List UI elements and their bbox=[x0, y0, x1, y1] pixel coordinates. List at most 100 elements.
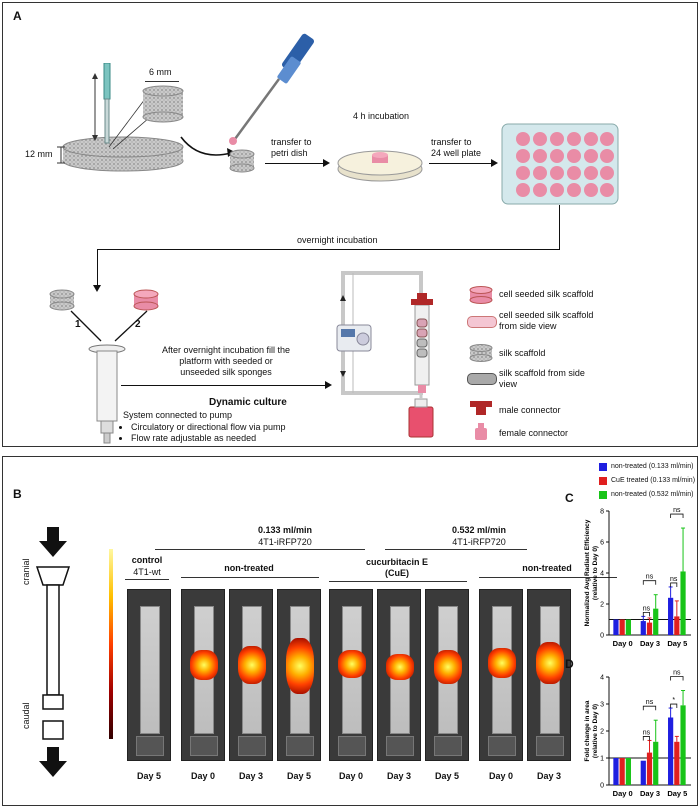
flow1-sub: 4T1-iRFP720 bbox=[258, 537, 312, 547]
bar bbox=[646, 752, 653, 785]
transfer-petri-label: transfer to petri dish bbox=[271, 137, 312, 158]
panel-b-letter: B bbox=[13, 487, 22, 501]
cranial-label: cranial bbox=[21, 558, 31, 585]
flow1-title: 0.133 ml/min bbox=[257, 525, 313, 535]
significance-bracket bbox=[670, 703, 678, 709]
x-tick-label: Day 5 bbox=[667, 639, 687, 648]
chart-svg: Fold change in area(relative to Day 0)01… bbox=[584, 670, 691, 798]
cell-seeded-side-icon bbox=[467, 316, 497, 328]
y-tick-label: 2 bbox=[600, 602, 604, 609]
punched-scaffold-zoom bbox=[142, 85, 184, 123]
flow2-title: 0.532 ml/min bbox=[451, 525, 507, 535]
cell-seeded-scaffold-icon bbox=[469, 286, 493, 304]
tube-nt1-day0 bbox=[181, 589, 225, 761]
legend-text: cell seeded silk scaffold bbox=[499, 289, 594, 299]
day-label: Day 0 bbox=[488, 771, 514, 781]
legend-label: non-treated (0.532 ml/min) bbox=[611, 491, 694, 498]
group-nontreated-divider bbox=[181, 577, 319, 578]
dim-6mm-label: 6 mm bbox=[149, 67, 172, 77]
silk-scaffold-side-icon bbox=[467, 373, 497, 385]
overnight-loop-horizontal bbox=[97, 249, 560, 250]
scaffold-disc-illustration bbox=[57, 63, 184, 172]
control-title: control bbox=[131, 555, 163, 565]
bar bbox=[625, 758, 631, 785]
significance-label: * bbox=[672, 697, 675, 704]
bar bbox=[625, 619, 631, 635]
tube-cue-day5 bbox=[425, 589, 469, 761]
dynamic-culture-title: Dynamic culture bbox=[209, 397, 287, 408]
arrow-to-bioreactor bbox=[121, 385, 327, 386]
y-axis-label-line: Normalized Avg Radiant Efficiency bbox=[584, 519, 591, 626]
significance-label: ns bbox=[673, 507, 681, 514]
legend-text: female connector bbox=[499, 428, 569, 438]
legend-label: CuE treated (0.133 ml/min) bbox=[611, 477, 696, 484]
x-tick-label: Day 3 bbox=[640, 789, 660, 798]
x-tick-label: Day 0 bbox=[613, 639, 633, 648]
day-label: Day 3 bbox=[238, 771, 264, 781]
bar bbox=[619, 758, 625, 785]
significance-label: ns bbox=[673, 670, 681, 677]
dynamic-culture-bullets: Circulatory or directional flow via pump… bbox=[121, 422, 286, 444]
platform-syringe-icon bbox=[88, 344, 126, 444]
day-label: Day 0 bbox=[190, 771, 216, 781]
group-cue-divider bbox=[329, 581, 467, 582]
legend-text: male connector bbox=[499, 405, 561, 415]
arrowhead bbox=[93, 285, 101, 292]
significance-bracket bbox=[670, 582, 678, 587]
dim-12mm-label: 12 mm bbox=[25, 149, 53, 159]
y-axis-label: Fold change in area(relative to Day 0) bbox=[584, 700, 599, 761]
significance-label: ns bbox=[646, 699, 654, 706]
legend-text: silk scaffold from side view bbox=[499, 368, 585, 389]
chart-svg: Normalized Avg Radiant Efficiency(relati… bbox=[584, 507, 691, 648]
arrowhead bbox=[325, 381, 332, 389]
male-connector-icon bbox=[470, 401, 492, 415]
bar bbox=[653, 608, 659, 635]
overnight-loop-vertical bbox=[559, 205, 560, 249]
arrow-to-petri bbox=[265, 163, 325, 164]
dim-6mm-bracket bbox=[145, 81, 179, 82]
significance-label: ns bbox=[646, 574, 654, 581]
bar bbox=[674, 616, 680, 635]
flow2-sub: 4T1-iRFP720 bbox=[452, 537, 506, 547]
well-plate-icon bbox=[501, 123, 619, 205]
bar bbox=[668, 597, 674, 635]
panel-c-letter: C bbox=[565, 491, 574, 505]
panel-a: A 6 mm 12 mm bbox=[2, 2, 698, 447]
day-label: Day 5 bbox=[136, 771, 162, 781]
x-tick-label: Day 3 bbox=[640, 639, 660, 648]
day-label: Day 5 bbox=[434, 771, 460, 781]
day-label: Day 3 bbox=[536, 771, 562, 781]
bar bbox=[613, 758, 619, 785]
option-unseeded-scaffold bbox=[49, 289, 75, 311]
tube-control-day5 bbox=[127, 589, 171, 761]
bar bbox=[680, 571, 686, 635]
group-nontreated2-label: non-treated bbox=[522, 563, 572, 573]
bar bbox=[640, 760, 646, 785]
day-label: Day 0 bbox=[338, 771, 364, 781]
group-cue-label: cucurbitacin E (CuE) bbox=[365, 557, 428, 578]
option-1-label: 1 bbox=[75, 319, 81, 330]
arrowhead bbox=[323, 159, 330, 167]
control-sub: 4T1-wt bbox=[133, 567, 161, 577]
y-tick-label: 1 bbox=[600, 756, 604, 763]
group-nontreated2-divider bbox=[479, 577, 617, 578]
y-axis-label-line: (relative to Day 0) bbox=[592, 704, 599, 758]
bar bbox=[613, 619, 619, 635]
bar bbox=[640, 621, 646, 635]
option-2-label: 2 bbox=[135, 319, 141, 330]
significance-label: ns bbox=[670, 576, 678, 583]
option-seeded-scaffold bbox=[133, 289, 159, 311]
y-tick-label: 4 bbox=[600, 571, 604, 578]
legend-text: cell seeded silk scaffold from side view bbox=[499, 310, 594, 331]
seeded-scaffold-small bbox=[229, 149, 255, 173]
control-divider bbox=[125, 579, 169, 580]
bar bbox=[646, 622, 653, 635]
legend-swatch-red bbox=[599, 477, 607, 485]
caudal-label: caudal bbox=[21, 702, 31, 729]
flow1-divider bbox=[155, 549, 365, 550]
day-label: Day 3 bbox=[386, 771, 412, 781]
petri-dish-icon bbox=[337, 150, 423, 182]
orientation-syringe-icon bbox=[35, 527, 71, 777]
significance-bracket bbox=[642, 736, 650, 741]
